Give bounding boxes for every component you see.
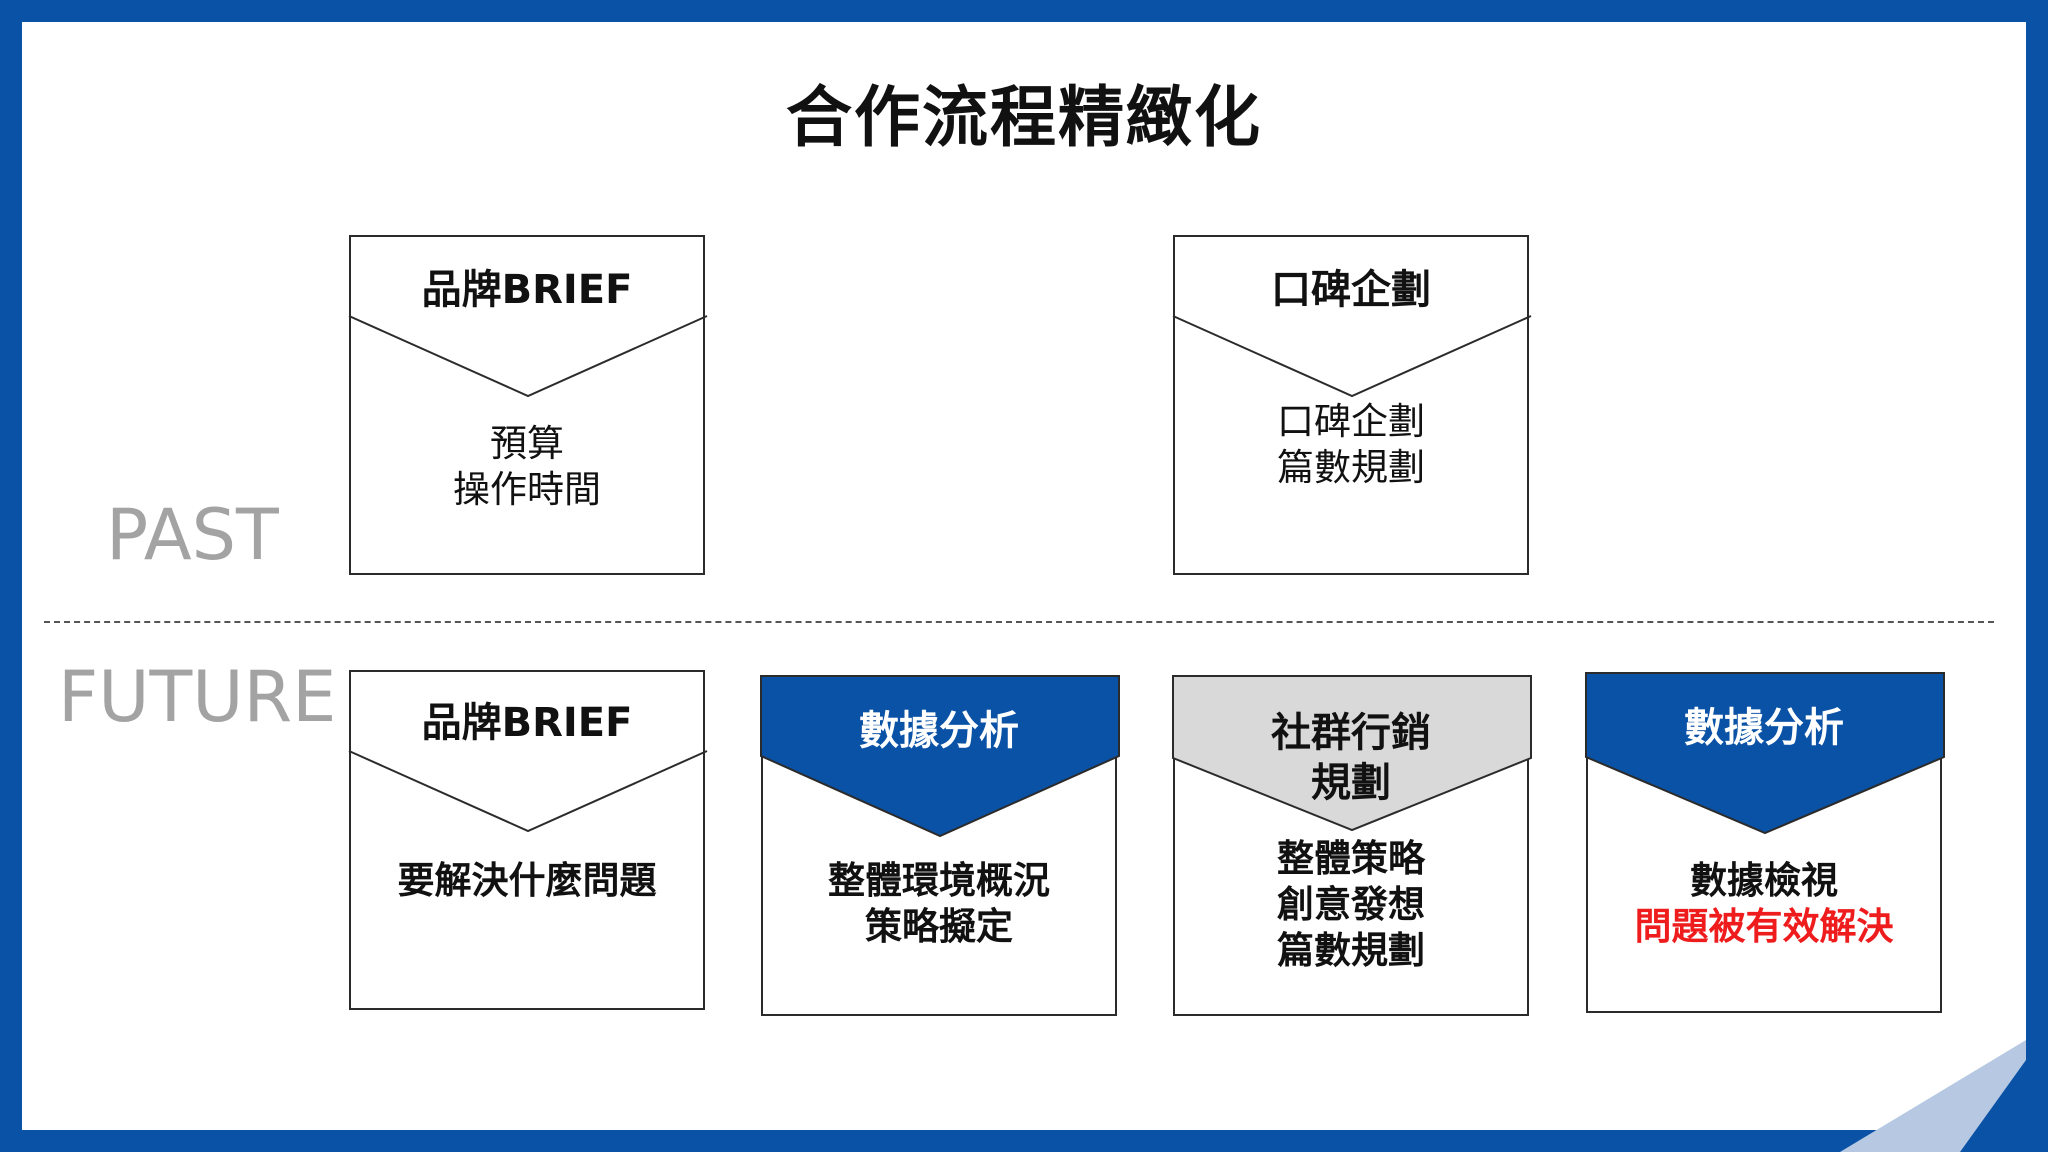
future-card-social-marketing: 社群行銷 規劃 整體策略 創意發想 篇數規劃	[1172, 675, 1532, 1016]
card-body: 預算 操作時間	[351, 421, 703, 513]
body-line-highlight: 問題被有效解決	[1634, 905, 1894, 948]
body-line: 策略擬定	[865, 905, 1013, 948]
future-card-brand-brief: 品牌BRIEF 要解決什麼問題	[348, 670, 708, 1010]
envelope-flap	[760, 675, 1120, 838]
card-heading: 品牌BRIEF	[421, 700, 633, 746]
envelope-flap	[1585, 672, 1945, 835]
body-line: 要解決什麼問題	[397, 859, 657, 902]
envelope-flap	[1172, 675, 1532, 832]
body-line: 篇數規劃	[1277, 446, 1425, 489]
envelope-flap	[348, 315, 708, 398]
envelope-flap	[348, 750, 708, 833]
body-line: 操作時間	[453, 468, 601, 511]
card-body: 口碑企劃 篇數規劃	[1175, 399, 1527, 491]
body-line: 篇數規劃	[1277, 929, 1425, 972]
body-line: 整體環境概況	[828, 859, 1050, 902]
future-card-data-analysis: 數據分析 整體環境概況 策略擬定	[760, 675, 1120, 1016]
body-line: 數據檢視	[1690, 859, 1838, 902]
body-line: 口碑企劃	[1277, 400, 1425, 443]
card-body: 要解決什麼問題	[351, 858, 703, 904]
heading-line: 規劃	[1311, 760, 1391, 806]
card-body: 數據檢視 問題被有效解決	[1588, 858, 1940, 950]
envelope-flap	[1172, 315, 1532, 398]
card-heading: 社群行銷 規劃	[1175, 708, 1527, 808]
future-card-data-review: 數據分析 數據檢視 問題被有效解決	[1585, 672, 1945, 1013]
past-card-wom-planning: 口碑企劃 口碑企劃 篇數規劃	[1172, 235, 1532, 575]
body-line: 整體策略	[1277, 837, 1425, 880]
card-heading: 數據分析	[1684, 705, 1844, 751]
page-title: 合作流程精緻化	[786, 79, 1262, 156]
past-card-brand-brief: 品牌BRIEF 預算 操作時間	[348, 235, 708, 575]
past-label: PAST	[106, 494, 279, 576]
card-body: 整體環境概況 策略擬定	[763, 858, 1115, 950]
body-line: 預算	[490, 422, 564, 465]
card-heading: 數據分析	[859, 708, 1019, 754]
heading-line: 社群行銷	[1271, 710, 1431, 756]
card-heading: 品牌BRIEF	[421, 267, 633, 313]
timeline-divider	[44, 621, 1994, 623]
body-line: 創意發想	[1277, 883, 1425, 926]
card-body: 整體策略 創意發想 篇數規劃	[1175, 836, 1527, 974]
card-heading: 口碑企劃	[1271, 267, 1431, 313]
future-label: FUTURE	[58, 656, 337, 738]
